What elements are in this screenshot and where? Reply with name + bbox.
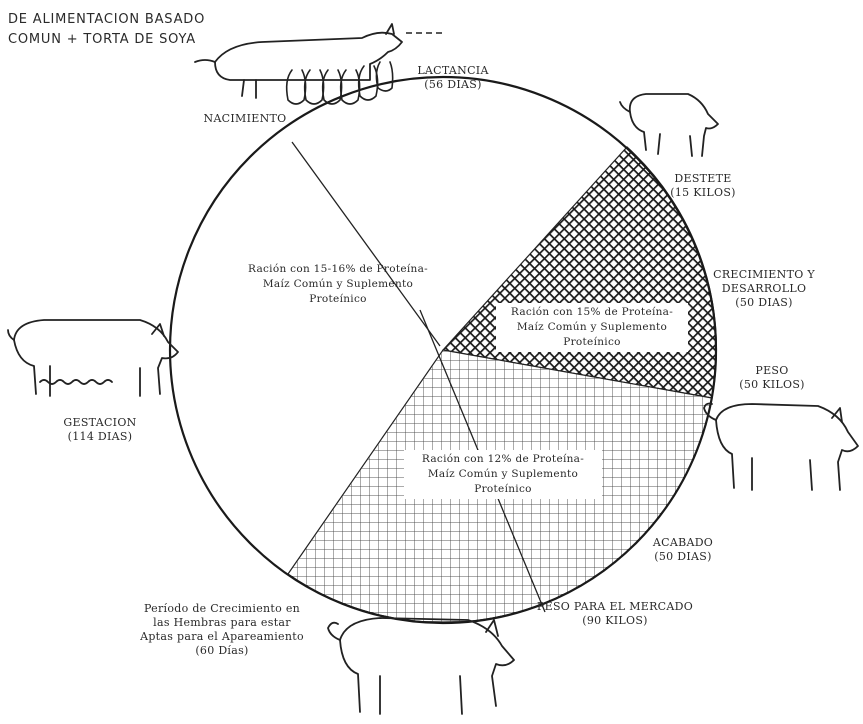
nacimiento-name: NACIMIENTO	[190, 112, 300, 126]
title-fragment: DE ALIMENTACION BASADO COMUN + TORTA DE …	[8, 10, 228, 50]
ration-1-line-1: Ración con 15-16% de Proteína-	[228, 262, 448, 277]
crecimiento-name: CRECIMIENTO Y	[704, 268, 824, 282]
acabado-detail: (50 DIAS)	[638, 550, 728, 564]
ration-3-line-2: Maíz Común y Suplemento	[408, 467, 598, 482]
mercado-detail: (90 KILOS)	[520, 614, 710, 628]
crecimiento-name-2: DESARROLLO	[704, 282, 824, 296]
stage-hembras: Período de Crecimiento en las Hembras pa…	[122, 602, 322, 658]
lactancia-detail: (56 DIAS)	[398, 78, 508, 92]
hembras-line-3: Aptas para el Apareamiento	[122, 630, 322, 644]
stage-peso: PESO (50 KILOS)	[722, 364, 822, 392]
hembras-line-4: (60 Días)	[122, 644, 322, 658]
title-line-2: COMUN + TORTA DE SOYA	[8, 30, 228, 50]
destete-detail: (15 KILOS)	[658, 186, 748, 200]
piglet-icon	[620, 94, 718, 156]
hog-icon	[704, 404, 858, 491]
ration-3-line-1: Ración con 12% de Proteína-	[408, 452, 598, 467]
stage-gestacion: GESTACION (114 DIAS)	[50, 416, 150, 444]
ration-1-line-3: Proteínico	[228, 292, 448, 307]
ration-1: Ración con 15-16% de Proteína- Maíz Comú…	[228, 262, 448, 307]
stage-crecimiento: CRECIMIENTO Y DESARROLLO (50 DIAS)	[704, 268, 824, 310]
ration-2: Ración con 15% de Proteína- Maíz Común y…	[496, 303, 688, 352]
hembras-line-1: Período de Crecimiento en	[122, 602, 322, 616]
ration-1-line-2: Maíz Común y Suplemento	[228, 277, 448, 292]
stage-lactancia: LACTANCIA (56 DIAS)	[398, 64, 508, 92]
sow-icon	[8, 320, 178, 396]
acabado-name: ACABADO	[638, 536, 728, 550]
ration-2-line-2: Maíz Común y Suplemento	[500, 320, 684, 335]
stage-nacimiento: NACIMIENTO	[190, 112, 300, 126]
stage-acabado: ACABADO (50 DIAS)	[638, 536, 728, 564]
gestacion-detail: (114 DIAS)	[50, 430, 150, 444]
ration-3: Ración con 12% de Proteína- Maíz Común y…	[404, 450, 602, 499]
hembras-line-2: las Hembras para estar	[122, 616, 322, 630]
peso-detail: (50 KILOS)	[722, 378, 822, 392]
gilt-icon	[328, 618, 514, 714]
ration-3-line-3: Proteínico	[408, 482, 598, 497]
stage-destete: DESTETE (15 KILOS)	[658, 172, 748, 200]
title-line-1: DE ALIMENTACION BASADO	[8, 10, 228, 30]
crecimiento-detail: (50 DIAS)	[704, 296, 824, 310]
ration-2-line-1: Ración con 15% de Proteína-	[500, 305, 684, 320]
peso-name: PESO	[722, 364, 822, 378]
gestacion-name: GESTACION	[50, 416, 150, 430]
birth-divider	[292, 142, 440, 346]
ration-2-line-3: Proteínico	[500, 335, 684, 350]
destete-name: DESTETE	[658, 172, 748, 186]
stage-mercado: PESO PARA EL MERCADO (90 KILOS)	[520, 600, 710, 628]
mercado-name: PESO PARA EL MERCADO	[520, 600, 710, 614]
lactancia-name: LACTANCIA	[398, 64, 508, 78]
